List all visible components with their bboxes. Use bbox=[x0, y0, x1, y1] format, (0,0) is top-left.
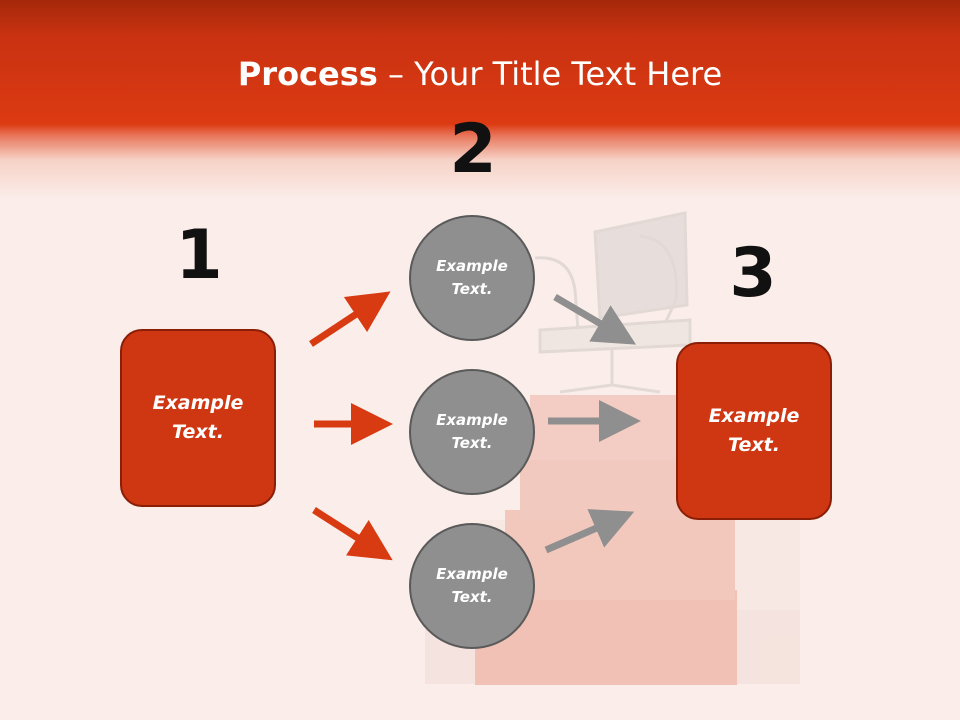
step-3-label-line1: Example bbox=[708, 405, 800, 427]
step-1-number: 1 bbox=[175, 216, 223, 295]
step-2-number: 2 bbox=[449, 110, 497, 189]
step-3-label-line2: Text. bbox=[728, 434, 780, 456]
step-3-box: Example Text. bbox=[676, 342, 832, 520]
page-title: Process – Your Title Text Here bbox=[0, 52, 960, 96]
arrow-gray-up-right bbox=[544, 509, 635, 554]
step-1-box: Example Text. bbox=[120, 329, 276, 507]
arrow-red-up-right bbox=[309, 291, 391, 347]
arrow-gray-down-right bbox=[553, 293, 637, 345]
circle-top: Example Text. bbox=[409, 215, 535, 341]
step-1-label-line1: Example bbox=[152, 392, 244, 414]
circle-bottom-line1: Example bbox=[436, 565, 508, 583]
circle-middle-line2: Text. bbox=[451, 434, 493, 452]
title-rest: – Your Title Text Here bbox=[377, 55, 723, 93]
circle-bottom-line2: Text. bbox=[451, 588, 493, 606]
step-1-label-line2: Text. bbox=[172, 421, 224, 443]
circle-middle: Example Text. bbox=[409, 369, 535, 495]
circle-top-line2: Text. bbox=[451, 280, 493, 298]
circle-middle-line1: Example bbox=[436, 411, 508, 429]
circle-top-line1: Example bbox=[436, 257, 508, 275]
title-bold: Process bbox=[237, 55, 378, 93]
arrow-red-down-right bbox=[312, 507, 393, 561]
circle-bottom: Example Text. bbox=[409, 523, 535, 649]
step-3-number: 3 bbox=[729, 234, 777, 313]
